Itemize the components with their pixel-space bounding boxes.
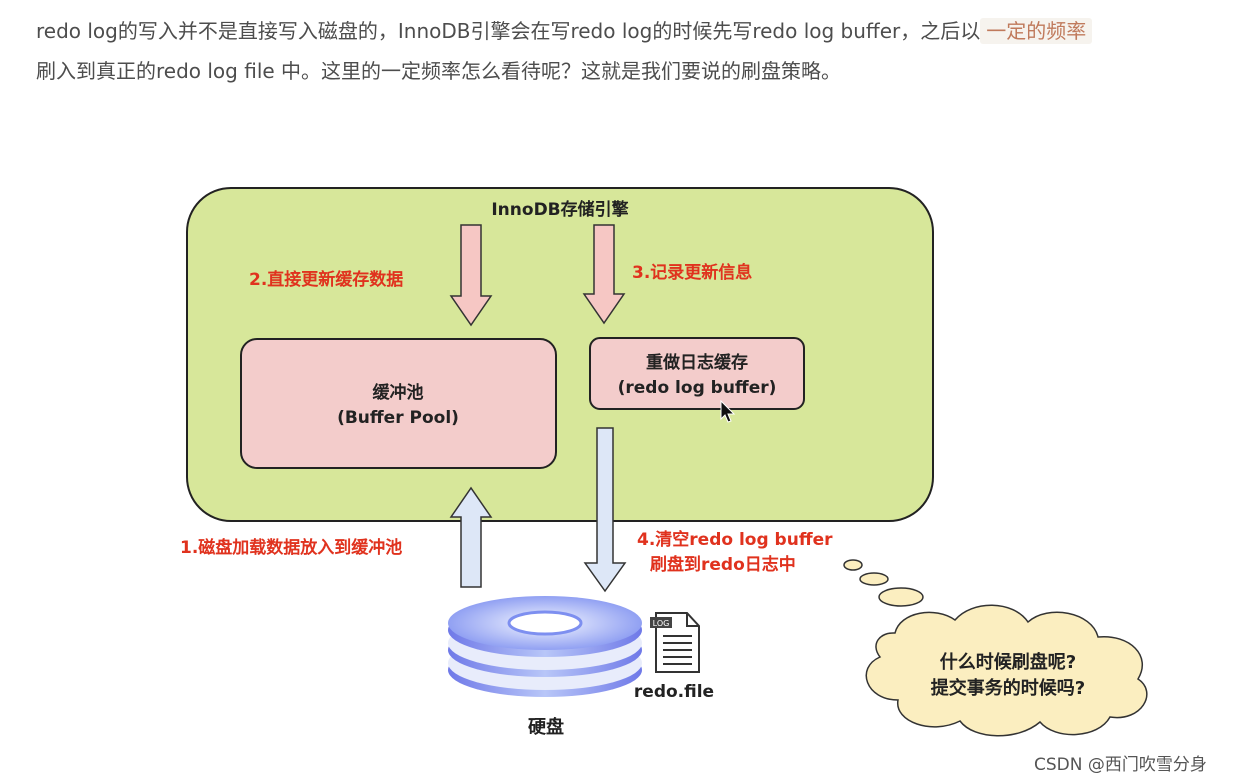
intro-highlight: 一定的频率 — [980, 18, 1093, 44]
buffer-pool-box — [240, 338, 557, 469]
intro-text-part1: redo log的写入并不是直接写入磁盘的，InnoDB引擎会在写redo lo… — [36, 19, 981, 43]
mouse-cursor-icon — [720, 400, 736, 423]
thought-line1: 什么时候刷盘呢? — [940, 651, 1076, 673]
engine-title: InnoDB存储引擎 — [491, 199, 629, 220]
file-label: redo.file — [634, 682, 714, 702]
step2-label: 2.直接更新缓存数据 — [249, 269, 403, 290]
step4-label-line1: 4.清空redo log buffer — [637, 529, 833, 550]
thought-line2: 提交事务的时候吗? — [931, 677, 1085, 699]
intro-text-part2: 刷入到真正的redo log file 中。这里的一定频率怎么看待呢？这就是我们… — [36, 59, 842, 83]
csdn-watermark: CSDN @西门吹雪分身 — [1034, 755, 1207, 775]
thought-bubble-trail — [843, 559, 924, 607]
redo-buffer-subtitle: (redo log buffer) — [618, 378, 777, 398]
disk-icon — [448, 596, 642, 697]
log-file-icon: LOG — [650, 612, 700, 673]
redo-log-buffer-box — [589, 337, 805, 410]
arrow-step3-down — [582, 224, 626, 325]
step3-label: 3.记录更新信息 — [632, 262, 752, 283]
intro-paragraph: redo log的写入并不是直接写入磁盘的，InnoDB引擎会在写redo lo… — [36, 11, 1226, 91]
arrow-step1-up — [449, 486, 493, 588]
thought-cloud — [865, 604, 1148, 737]
step4-label-line2: 刷盘到redo日志中 — [650, 554, 796, 575]
buffer-pool-title: 缓冲池 — [373, 382, 424, 403]
step1-label: 1.磁盘加载数据放入到缓冲池 — [180, 537, 402, 558]
arrow-step4-down — [583, 427, 627, 593]
redo-buffer-title: 重做日志缓存 — [646, 352, 748, 373]
buffer-pool-subtitle: (Buffer Pool) — [337, 408, 459, 428]
arrow-step2-down — [449, 224, 493, 327]
log-file-tag: LOG — [653, 619, 670, 628]
disk-label: 硬盘 — [528, 716, 564, 738]
